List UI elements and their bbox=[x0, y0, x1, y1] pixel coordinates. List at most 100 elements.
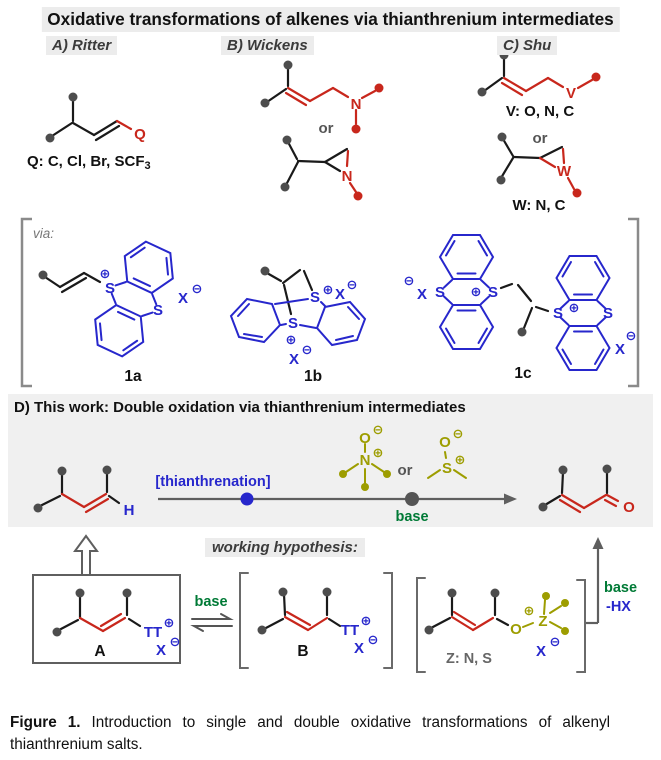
thianthrenation-label: [thianthrenation] bbox=[155, 474, 270, 490]
methyl-dot bbox=[45, 133, 55, 143]
plus-charge: ⊕ bbox=[286, 333, 297, 348]
tt-group: TT bbox=[341, 622, 359, 639]
intermediate-b: TT ⊕ X ⊖ B bbox=[239, 572, 393, 669]
methyl-dot bbox=[122, 588, 132, 598]
panel-d-substrate: H bbox=[33, 465, 135, 519]
atom-w: W bbox=[557, 163, 572, 180]
methyl-dot bbox=[102, 465, 112, 475]
atom-o: O bbox=[359, 430, 371, 447]
panel-d-arrow: [thianthrenation] base bbox=[155, 474, 517, 525]
box-a bbox=[32, 574, 181, 664]
minus-charge: ⊖ bbox=[347, 278, 358, 293]
panel-d-product-enone: O bbox=[538, 464, 635, 516]
wickens-aziridine-structure: N bbox=[280, 135, 363, 201]
atom-x: X bbox=[156, 642, 166, 659]
methyl-dot bbox=[57, 466, 67, 476]
minus-charge: ⊖ bbox=[404, 274, 415, 289]
methyl-dot bbox=[542, 592, 550, 600]
methyl-dot bbox=[52, 627, 62, 637]
v-methyl-dot bbox=[591, 72, 601, 82]
atom-n: N bbox=[342, 168, 353, 185]
figure-title: Oxidative transformations of alkenes via… bbox=[41, 7, 620, 32]
methyl-dot bbox=[322, 587, 332, 597]
methyl-dot bbox=[283, 60, 293, 70]
atom-n: N bbox=[351, 96, 362, 113]
or-label-d: or bbox=[398, 462, 413, 479]
compound-label-b: B bbox=[297, 643, 308, 660]
methyl-dot bbox=[447, 588, 457, 598]
plus-charge: ⊕ bbox=[323, 283, 334, 298]
atom-s: S bbox=[153, 302, 163, 319]
q-legend: Q: C, Cl, Br, SCF3 bbox=[27, 153, 151, 172]
methyl-dot bbox=[260, 98, 270, 108]
compound-label-1c: 1c bbox=[514, 365, 532, 382]
atom-o: O bbox=[439, 434, 451, 451]
atom-s: S bbox=[603, 305, 613, 322]
atom-s: S bbox=[435, 284, 445, 301]
wickens-allylamine-structure: N or bbox=[260, 60, 384, 137]
atom-x: X bbox=[354, 640, 364, 657]
panel-d-header: D) This work: Double oxidation via thian… bbox=[14, 399, 466, 416]
methyl-dot bbox=[497, 132, 507, 142]
n-methyl-dot bbox=[374, 83, 384, 93]
panel-c-label: C) Shu bbox=[497, 36, 558, 55]
minus-charge: ⊖ bbox=[170, 635, 181, 650]
base-step-dot bbox=[405, 492, 419, 506]
z-legend: Z: N, S bbox=[446, 651, 492, 667]
w-legend: W: N, C bbox=[512, 197, 565, 214]
methyl-dot bbox=[558, 465, 568, 475]
methyl-dot bbox=[424, 625, 434, 635]
shu-w-ring-structure: W W: N, C bbox=[496, 132, 582, 214]
methyl-dot bbox=[517, 327, 527, 337]
plus-charge: ⊕ bbox=[361, 614, 372, 629]
atom-h: H bbox=[124, 502, 135, 519]
v-legend: V: O, N, C bbox=[506, 103, 575, 120]
base-label-elimination: base bbox=[604, 580, 637, 596]
figure-caption: Figure 1. Introduction to single and dou… bbox=[10, 712, 610, 755]
compound-1b: S ⊕ X ⊖ S ⊕ X ⊖ 1b bbox=[229, 266, 367, 385]
methyl-dot bbox=[361, 483, 369, 491]
methyl-dot bbox=[561, 627, 569, 635]
methyl-dot bbox=[33, 503, 43, 513]
panel-a-label: A) Ritter bbox=[46, 36, 118, 55]
caption-figure-label: Figure 1. bbox=[10, 714, 81, 731]
atom-q: Q bbox=[134, 126, 146, 143]
atom-x: X bbox=[615, 341, 625, 358]
thianthrene-ring-1c-right bbox=[555, 255, 611, 371]
atom-z: Z bbox=[538, 613, 547, 630]
compound-label-a: A bbox=[94, 643, 105, 660]
atom-s: S bbox=[310, 289, 320, 306]
hollow-up-arrow bbox=[73, 534, 99, 576]
via-brackets bbox=[20, 217, 640, 388]
thianthrene-ring-1c-left bbox=[439, 234, 494, 350]
methyl-dot bbox=[339, 470, 347, 478]
minus-charge: ⊖ bbox=[302, 343, 313, 358]
panel-d-oxidants: N ⊕ O ⊖ or S ⊕ O ⊖ bbox=[339, 423, 467, 491]
compound-label-1a: 1a bbox=[124, 368, 142, 385]
plus-charge: ⊕ bbox=[569, 301, 580, 316]
equilibrium-arrows bbox=[190, 613, 234, 632]
minus-hx-label: -HX bbox=[606, 599, 631, 615]
methyl-dot bbox=[490, 588, 500, 598]
methyl-dot bbox=[260, 266, 270, 276]
minus-charge: ⊖ bbox=[453, 427, 464, 442]
minus-charge: ⊖ bbox=[626, 329, 637, 344]
methyl-dot bbox=[257, 625, 267, 635]
atom-x: X bbox=[335, 286, 345, 303]
tt-group: TT bbox=[144, 624, 162, 641]
atom-v: V bbox=[566, 85, 576, 102]
minus-charge: ⊖ bbox=[550, 635, 561, 650]
shu-allyl-v-structure: V V: O, N, C or bbox=[477, 50, 601, 147]
methyl-dot bbox=[496, 175, 506, 185]
plus-charge: ⊕ bbox=[524, 604, 535, 619]
plus-charge: ⊕ bbox=[100, 267, 111, 282]
methyl-dot bbox=[280, 182, 290, 192]
minus-charge: ⊖ bbox=[368, 633, 379, 648]
atom-s: S bbox=[553, 305, 563, 322]
atom-o: O bbox=[623, 499, 635, 516]
atom-o: O bbox=[510, 621, 522, 638]
compound-label-1b: 1b bbox=[304, 368, 322, 385]
base-label-d: base bbox=[395, 509, 428, 525]
